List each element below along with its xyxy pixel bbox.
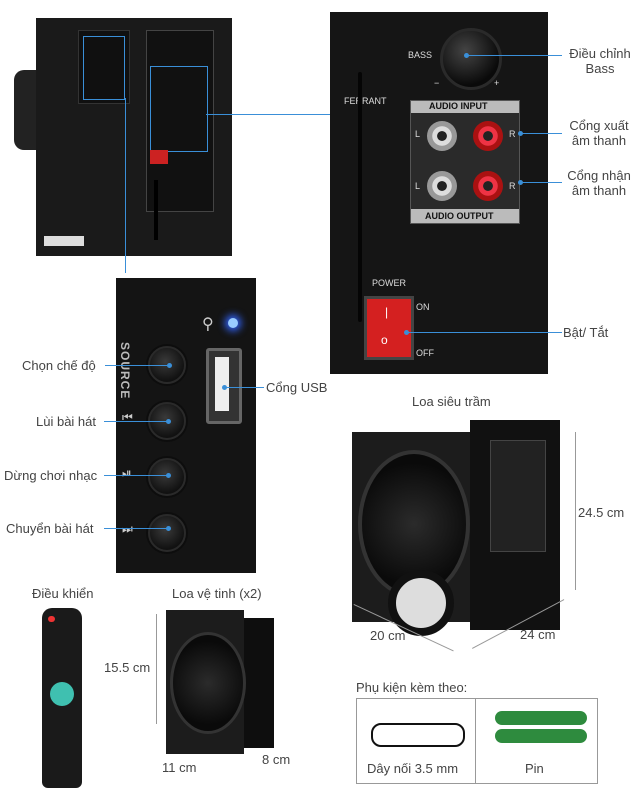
label-next: Chuyển bài hát	[6, 521, 94, 536]
rca-output-left[interactable]	[427, 171, 457, 201]
label-power: Bật/ Tắt	[563, 325, 609, 340]
accessories-title: Phụ kiện kèm theo:	[356, 680, 468, 695]
subwoofer-photo	[352, 420, 562, 642]
accessories-box: Dây nối 3.5 mm Pin	[356, 698, 598, 784]
label-stop: Dừng chơi nhạc	[4, 468, 98, 483]
rca-input-left[interactable]	[427, 121, 457, 151]
label-prev: Lùi bài hát	[36, 414, 96, 429]
satellite-photo	[166, 610, 276, 760]
r-text-1: R	[509, 129, 516, 139]
battery-label: Pin	[525, 761, 544, 776]
satellite-title: Loa vệ tinh (x2)	[172, 586, 262, 601]
stop-play-icon: ⏯	[122, 466, 132, 480]
subwoofer-title: Loa siêu trầm	[412, 394, 491, 409]
label-usb: Cổng USB	[266, 380, 328, 395]
usb-port[interactable]	[206, 348, 242, 424]
on-text: ON	[416, 302, 430, 312]
sub-height-line	[575, 432, 576, 590]
sub-depth: 24 cm	[520, 627, 556, 642]
off-text: OFF	[416, 348, 434, 358]
audio-input-text: AUDIO INPUT	[429, 101, 488, 111]
rear-panel-closeup: BASS − + FERRANT AUDIO INPUT AUDIO OUTPU…	[330, 12, 548, 374]
l-text-2: L	[415, 181, 421, 191]
power-text: POWER	[372, 278, 407, 288]
pointer-bass	[466, 55, 562, 56]
sub-width: 20 cm	[370, 628, 406, 643]
source-text: SOURCE	[118, 342, 132, 400]
bass-plus: +	[494, 78, 500, 88]
remote-title: Điều khiển	[32, 586, 94, 601]
power-switch[interactable]: | o	[364, 296, 414, 360]
bass-knob[interactable]	[440, 28, 502, 90]
sub-height: 24.5 cm	[578, 505, 625, 520]
audio-port-panel: AUDIO INPUT AUDIO OUTPUT L R L R	[410, 100, 520, 224]
l-text-1: L	[415, 129, 421, 139]
prev-icon: ⏮	[122, 410, 133, 424]
sat-width: 11 cm	[162, 760, 197, 775]
label-bass: Điều chỉnh Bass	[569, 46, 631, 76]
label-audio-in: Cổng nhận âm thanh	[567, 168, 631, 198]
sat-height-line	[156, 614, 157, 724]
label-mode: Chọn chế độ	[22, 358, 96, 373]
remote-photo	[42, 608, 82, 788]
rca-input-right[interactable]	[473, 121, 503, 151]
bass-text: BASS	[408, 50, 433, 60]
subwoofer-rear-photo	[0, 0, 250, 262]
label-audio-out: Cổng xuất âm thanh	[569, 118, 629, 148]
rca-output-right[interactable]	[473, 171, 503, 201]
cable-label: Dây nối 3.5 mm	[367, 761, 459, 776]
next-icon: ⏭	[122, 522, 133, 536]
r-text-2: R	[509, 181, 516, 191]
sat-height: 15.5 cm	[104, 660, 151, 675]
ferrite-text: FERRANT	[344, 96, 387, 106]
battery-photo	[495, 711, 587, 747]
bass-minus: −	[434, 78, 440, 88]
usb-icon: ⚲	[202, 316, 214, 333]
audio-output-text: AUDIO OUTPUT	[425, 211, 494, 221]
sat-depth: 8 cm	[262, 752, 291, 767]
power-led-icon	[228, 318, 238, 328]
cable-photo	[371, 723, 465, 747]
next-track-button[interactable]	[148, 514, 186, 552]
